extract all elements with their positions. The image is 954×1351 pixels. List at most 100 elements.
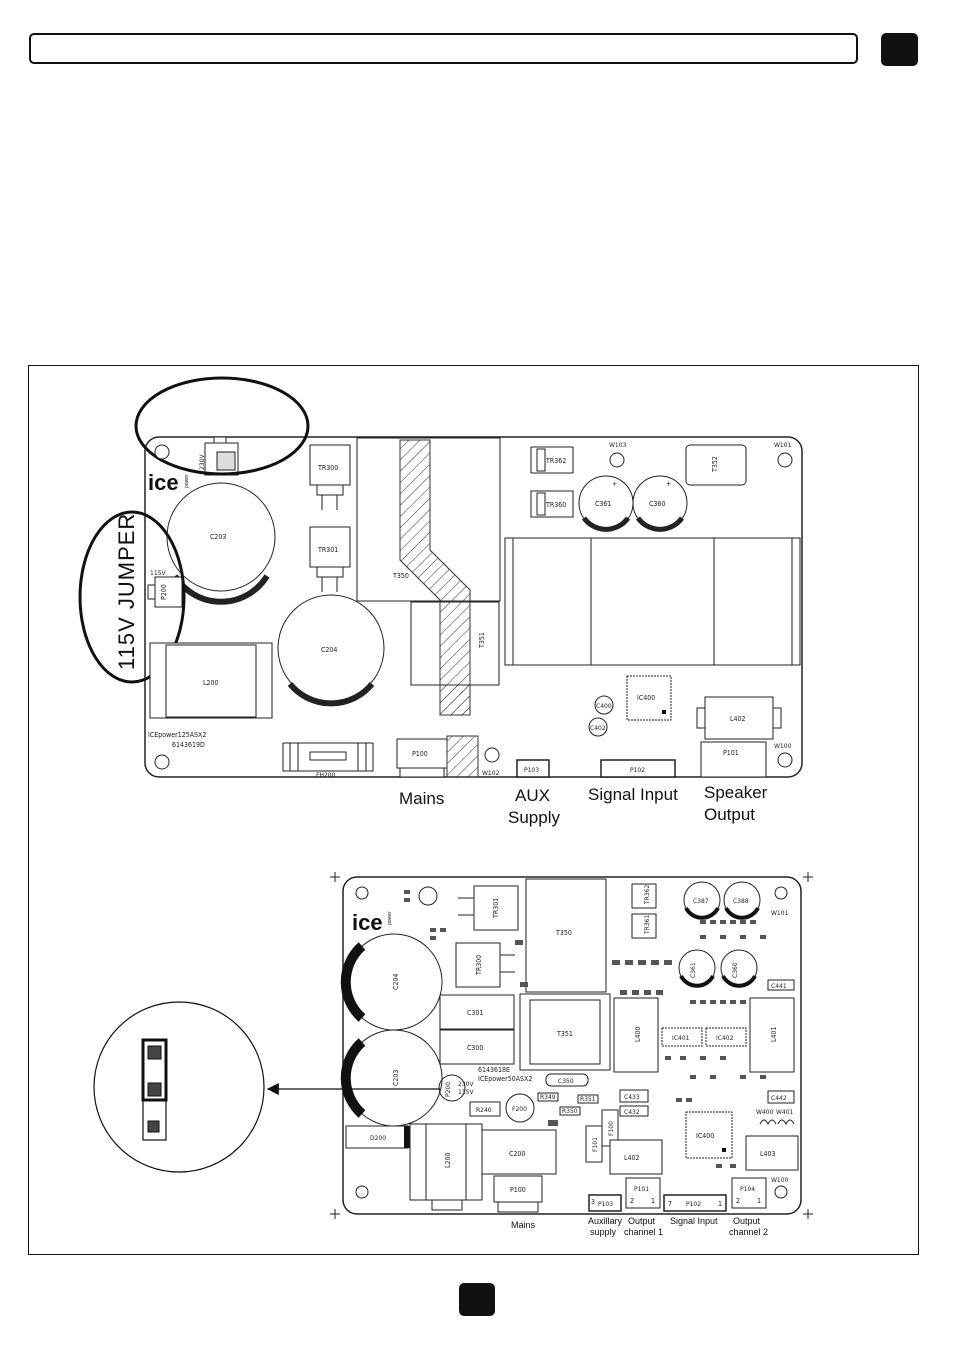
board2-c200 — [481, 1129, 557, 1175]
board2-p101-pin-left: 2 — [630, 1197, 634, 1205]
header-tab-marker — [881, 33, 918, 66]
board1-w103-hole — [609, 452, 625, 468]
board2-l200-label: L200 — [444, 1152, 452, 1168]
board1-w100-hole — [777, 752, 793, 768]
board2-c442 — [767, 1090, 795, 1104]
board2-label-out2-1: Output — [733, 1216, 761, 1226]
board2-p100-label: P100 — [510, 1186, 526, 1194]
board2-label-mains: Mains — [511, 1220, 536, 1230]
board2-c432-label: C432 — [624, 1109, 640, 1116]
board1-fh200 — [282, 742, 374, 772]
jumper-zoom-callout — [93, 1001, 440, 1173]
board2-tr300 — [455, 942, 501, 988]
board1-c361-label: C361 — [595, 500, 611, 508]
board2-t351-label: T351 — [556, 1030, 573, 1038]
board1-t350-label: T350 — [392, 572, 409, 580]
board2-brand-logo: ice — [352, 910, 383, 935]
jumper-zoom-circle — [93, 1001, 265, 1173]
figure-frame — [28, 365, 919, 1255]
board1-tr362 — [530, 446, 574, 474]
board2-l402-label: L402 — [624, 1154, 640, 1162]
board2-tr300-label: TR300 — [475, 955, 483, 976]
board1-p102 — [600, 759, 676, 778]
board2-w100-label: W100 — [771, 1177, 789, 1184]
board1-tr360 — [530, 490, 574, 518]
board1-label-mains: Mains — [399, 789, 444, 808]
board2-c360-label: C360 — [732, 962, 739, 978]
board1-tr301-label: TR301 — [317, 546, 338, 554]
board1-w100-label: W100 — [774, 743, 792, 750]
board1-c402 — [588, 717, 608, 737]
board2-p103 — [588, 1194, 622, 1212]
board1-p100-label: P100 — [412, 750, 428, 758]
board1-p200 — [154, 576, 183, 608]
board2-tr301-label: TR301 — [492, 898, 500, 919]
board1-jumper-callout: 115V JUMPER — [114, 513, 139, 670]
board1-serial-text: 6143619D — [172, 741, 205, 749]
board2-p103-label: P103 — [598, 1201, 613, 1208]
board1-c203-label: C203 — [210, 533, 226, 541]
board2-230v-label: 230V — [458, 1081, 474, 1088]
board2-t350-label: T350 — [555, 929, 572, 937]
board2-c361-label: C361 — [690, 962, 697, 978]
board1-115v-highlight-ellipse — [78, 510, 186, 684]
board2-f100-label: F100 — [608, 1121, 615, 1136]
board1-230v-highlight-ellipse — [134, 376, 310, 476]
board2-c442-label: C442 — [771, 1095, 787, 1102]
board2-w101-label: W101 — [771, 910, 789, 917]
board2-p101 — [625, 1177, 661, 1209]
board2-l400 — [613, 997, 659, 1073]
board2-r240-label: R240 — [476, 1107, 492, 1114]
board2-w100-hole — [774, 1185, 788, 1199]
board1-p103 — [516, 759, 550, 778]
board1-230v-label: 230V — [199, 454, 206, 470]
board2-p103-pin: 3 — [591, 1198, 595, 1206]
board1-p103-label: P103 — [524, 767, 539, 774]
board1-label-speaker-1: Speaker — [704, 783, 768, 802]
board2-label-aux-2: supply — [590, 1227, 617, 1237]
board2-c387-label: C387 — [693, 898, 709, 905]
board2-tr362-label: TR362 — [644, 885, 651, 905]
board1-p102-label: P102 — [630, 767, 645, 774]
svg-text:+: + — [612, 480, 617, 488]
board2-l402 — [609, 1139, 663, 1175]
board1-brand-logo: ice — [148, 470, 179, 495]
board2-model-text: ICEpower50ASX2 — [478, 1075, 532, 1083]
board1-label-aux-2: Supply — [508, 808, 560, 827]
board1-tr300-label: TR300 — [317, 464, 338, 472]
board2-c300-label: C300 — [467, 1044, 483, 1052]
board1-c400 — [594, 695, 614, 715]
board1-c203 — [166, 482, 276, 592]
board2-c300 — [439, 1029, 515, 1065]
board2-ic400-label: IC400 — [696, 1132, 714, 1140]
board2-p102-label: P102 — [686, 1201, 701, 1208]
board1-brand-sub: power — [184, 474, 190, 488]
board1-w101-label: W101 — [774, 442, 792, 449]
board-50asx2: ice power W101 W100 TR301 TR300 T350 T35… — [330, 872, 813, 1237]
board2-l400-label: L400 — [634, 1026, 642, 1042]
board2-c350-label: C350 — [558, 1078, 574, 1085]
board1-w103-label: W103 — [609, 442, 627, 449]
board2-p100 — [493, 1175, 543, 1203]
board2-l403-label: L403 — [760, 1150, 776, 1158]
board2-w400-label: W400 — [756, 1109, 774, 1116]
board2-l401 — [749, 997, 795, 1073]
header-title-bar — [29, 33, 858, 64]
board1-model-text: ICEpower125ASX2 — [148, 731, 206, 739]
board2-c432 — [619, 1105, 649, 1117]
board2-c441 — [767, 979, 795, 991]
board2-p102 — [663, 1194, 727, 1212]
board-125asx2: ice power 230V C203 P200 115V 115V JUMPE… — [78, 376, 803, 827]
board1-t352 — [685, 444, 747, 486]
board1-l402 — [704, 696, 774, 740]
board2-ic401 — [661, 1027, 703, 1047]
board2-p104-label: P104 — [740, 1186, 755, 1193]
board2-l200 — [409, 1123, 483, 1201]
board1-label-aux-1: AUX — [515, 786, 550, 805]
board2-label-out1-1: Output — [628, 1216, 656, 1226]
board1-l402-label: L402 — [730, 715, 746, 723]
board1-c400-label: C400 — [596, 703, 612, 710]
board1-ic400-label: IC400 — [637, 694, 655, 702]
board2-p200-label: P200 — [445, 1082, 452, 1097]
